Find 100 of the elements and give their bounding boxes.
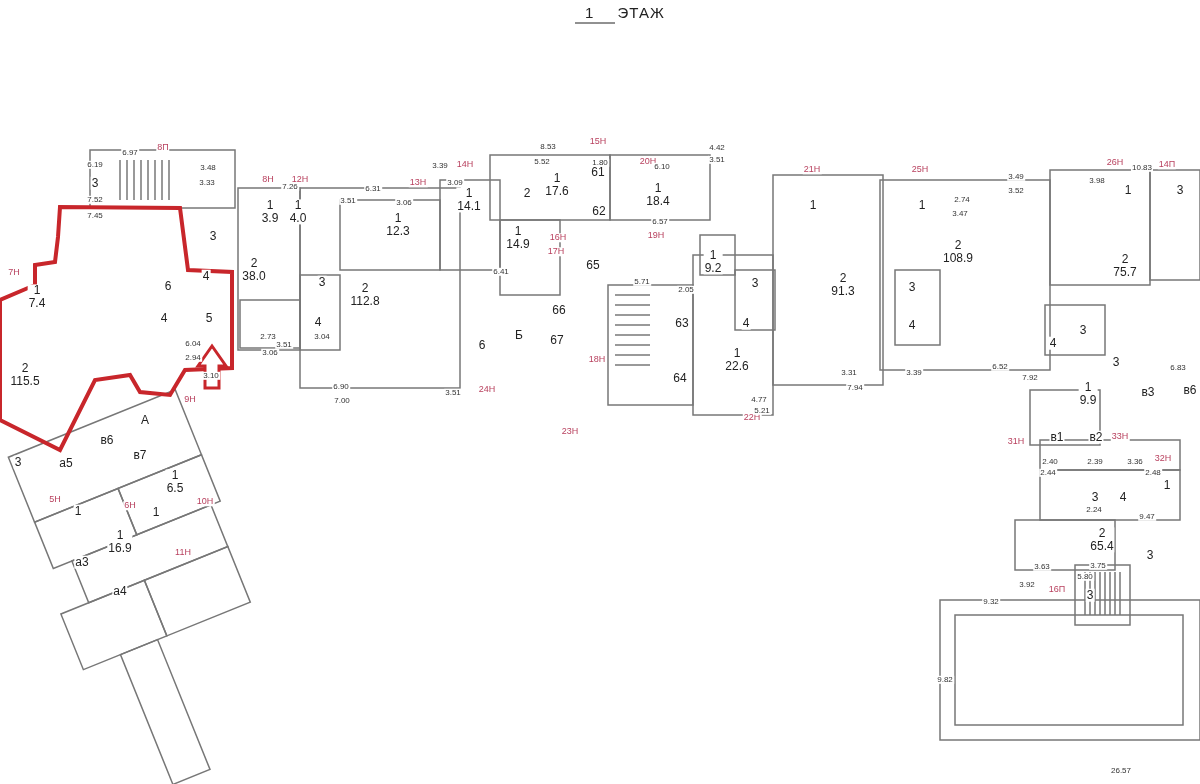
room-label: 1 — [1123, 183, 1133, 197]
dimension-label: 9.32 — [982, 597, 1000, 607]
unit-code: 24Н — [477, 385, 497, 395]
room-label: 3 — [1175, 183, 1185, 197]
dimension-label: 3.39 — [905, 368, 923, 378]
unit-code: 11Н — [174, 548, 192, 558]
room-label: 65 — [585, 258, 601, 272]
room-label: 4 — [1118, 490, 1128, 504]
dimension-label: 7.45 — [86, 211, 104, 221]
dimension-label: 2.44 — [1039, 468, 1057, 478]
dimension-label: 9.82 — [936, 675, 954, 685]
dimension-label: 6.57 — [651, 217, 669, 227]
dimension-label: 2.24 — [1085, 505, 1103, 515]
room-label: 3 — [750, 276, 760, 290]
room-label: 1 — [1162, 478, 1172, 492]
dimension-label: 2.73 — [259, 332, 277, 342]
unit-code: 33Н — [1110, 432, 1130, 442]
dimension-label: 3.31 — [840, 368, 858, 378]
unit-code: 16П — [1047, 585, 1067, 595]
room-label: 66 — [551, 303, 567, 317]
dimension-label: 3.75 — [1089, 561, 1107, 571]
room-label: 3 — [208, 229, 218, 243]
dimension-label: 3.39 — [431, 161, 449, 171]
dimension-label: 7.00 — [333, 396, 351, 406]
dimension-label: 8.53 — [539, 142, 557, 152]
room-label: 1 7.4 — [27, 284, 47, 310]
room-label: 1 3.9 — [260, 199, 280, 225]
room-label: 2 112.8 — [349, 282, 381, 308]
dimension-label: 2.39 — [1086, 457, 1104, 467]
unit-code: 18Н — [587, 355, 607, 365]
room-label: а5 — [58, 456, 74, 470]
unit-code: 26Н — [1105, 158, 1125, 168]
room-label: 1 17.6 — [544, 172, 570, 198]
dimension-label: 6.52 — [991, 362, 1009, 372]
room-label: Б — [514, 328, 524, 342]
room-label: 62 — [591, 204, 607, 218]
dimension-label: 2.40 — [1041, 457, 1059, 467]
room-label: в6 — [99, 433, 115, 447]
dimension-label: 5.71 — [633, 277, 651, 287]
room-label: 3 — [90, 176, 100, 190]
room-label: 2 65.4 — [1089, 527, 1115, 553]
dimension-label: 3.06 — [261, 348, 279, 358]
dimension-label: 2.94 — [184, 353, 202, 363]
unit-code: 16Н — [548, 233, 568, 243]
unit-code: 14П — [1157, 160, 1177, 170]
dimension-label: 6.19 — [86, 160, 104, 170]
room-label: 2 91.3 — [830, 272, 856, 298]
dimension-label: 5.52 — [533, 157, 551, 167]
dimension-label: 4.42 — [708, 143, 726, 153]
dimension-label: 3.10 — [202, 371, 220, 381]
dimension-label: 3.09 — [446, 178, 464, 188]
room-label: 1 — [917, 198, 927, 212]
dimension-label: 6.10 — [653, 162, 671, 172]
room-label: 3 — [1078, 323, 1088, 337]
unit-code: 8П — [156, 143, 170, 153]
room-label: 3 — [317, 275, 327, 289]
dimension-label: 7.26 — [281, 182, 299, 192]
unit-code: 6Н — [123, 501, 137, 511]
room-label: 1 6.5 — [165, 469, 185, 495]
dimension-label: 3.47 — [951, 209, 969, 219]
unit-code: 10Н — [195, 497, 215, 507]
dimension-label: 7.92 — [1021, 373, 1039, 383]
room-label: 1 16.9 — [107, 529, 133, 555]
dimension-label: 3.48 — [199, 163, 217, 173]
dimension-label: 7.94 — [846, 383, 864, 393]
room-label: 1 9.2 — [703, 249, 723, 275]
room-label: 63 — [674, 316, 690, 330]
room-label: 64 — [672, 371, 688, 385]
dimension-label: 6.97 — [121, 148, 139, 158]
dimension-label: 3.06 — [395, 198, 413, 208]
unit-code: 15Н — [588, 137, 608, 147]
room-label: 2 38.0 — [241, 257, 267, 283]
dimension-label: 9.47 — [1138, 512, 1156, 522]
room-label: 2 115.5 — [9, 362, 41, 388]
dimension-label: 3.33 — [198, 178, 216, 188]
room-label: 2 108.9 — [942, 239, 974, 265]
dimension-label: 3.04 — [313, 332, 331, 342]
dimension-label: 5.80 — [1076, 572, 1094, 582]
dimension-label: 3.51 — [275, 340, 293, 350]
room-label: 1 — [151, 505, 161, 519]
room-label: в7 — [132, 448, 148, 462]
dimension-label: 2.74 — [953, 195, 971, 205]
unit-code: 14Н — [455, 160, 475, 170]
room-label: 4 — [1048, 336, 1058, 350]
dimension-label: 6.31 — [364, 184, 382, 194]
unit-code: 7Н — [7, 268, 21, 278]
room-label: 3 — [1085, 588, 1095, 602]
room-label: а3 — [74, 555, 90, 569]
room-label: 1 22.6 — [724, 347, 750, 373]
dimension-label: 6.83 — [1169, 363, 1187, 373]
room-label: 4 — [201, 269, 211, 283]
dimension-label: 3.51 — [339, 196, 357, 206]
dimension-label: 6.41 — [492, 267, 510, 277]
dimension-label: 3.98 — [1088, 176, 1106, 186]
dimension-label: 3.36 — [1126, 457, 1144, 467]
dimension-label: 1.80 — [591, 158, 609, 168]
dimension-label: 3.51 — [708, 155, 726, 165]
unit-code: 32Н — [1153, 454, 1173, 464]
unit-code: 31Н — [1006, 437, 1026, 447]
dimension-label: 3.92 — [1018, 580, 1036, 590]
